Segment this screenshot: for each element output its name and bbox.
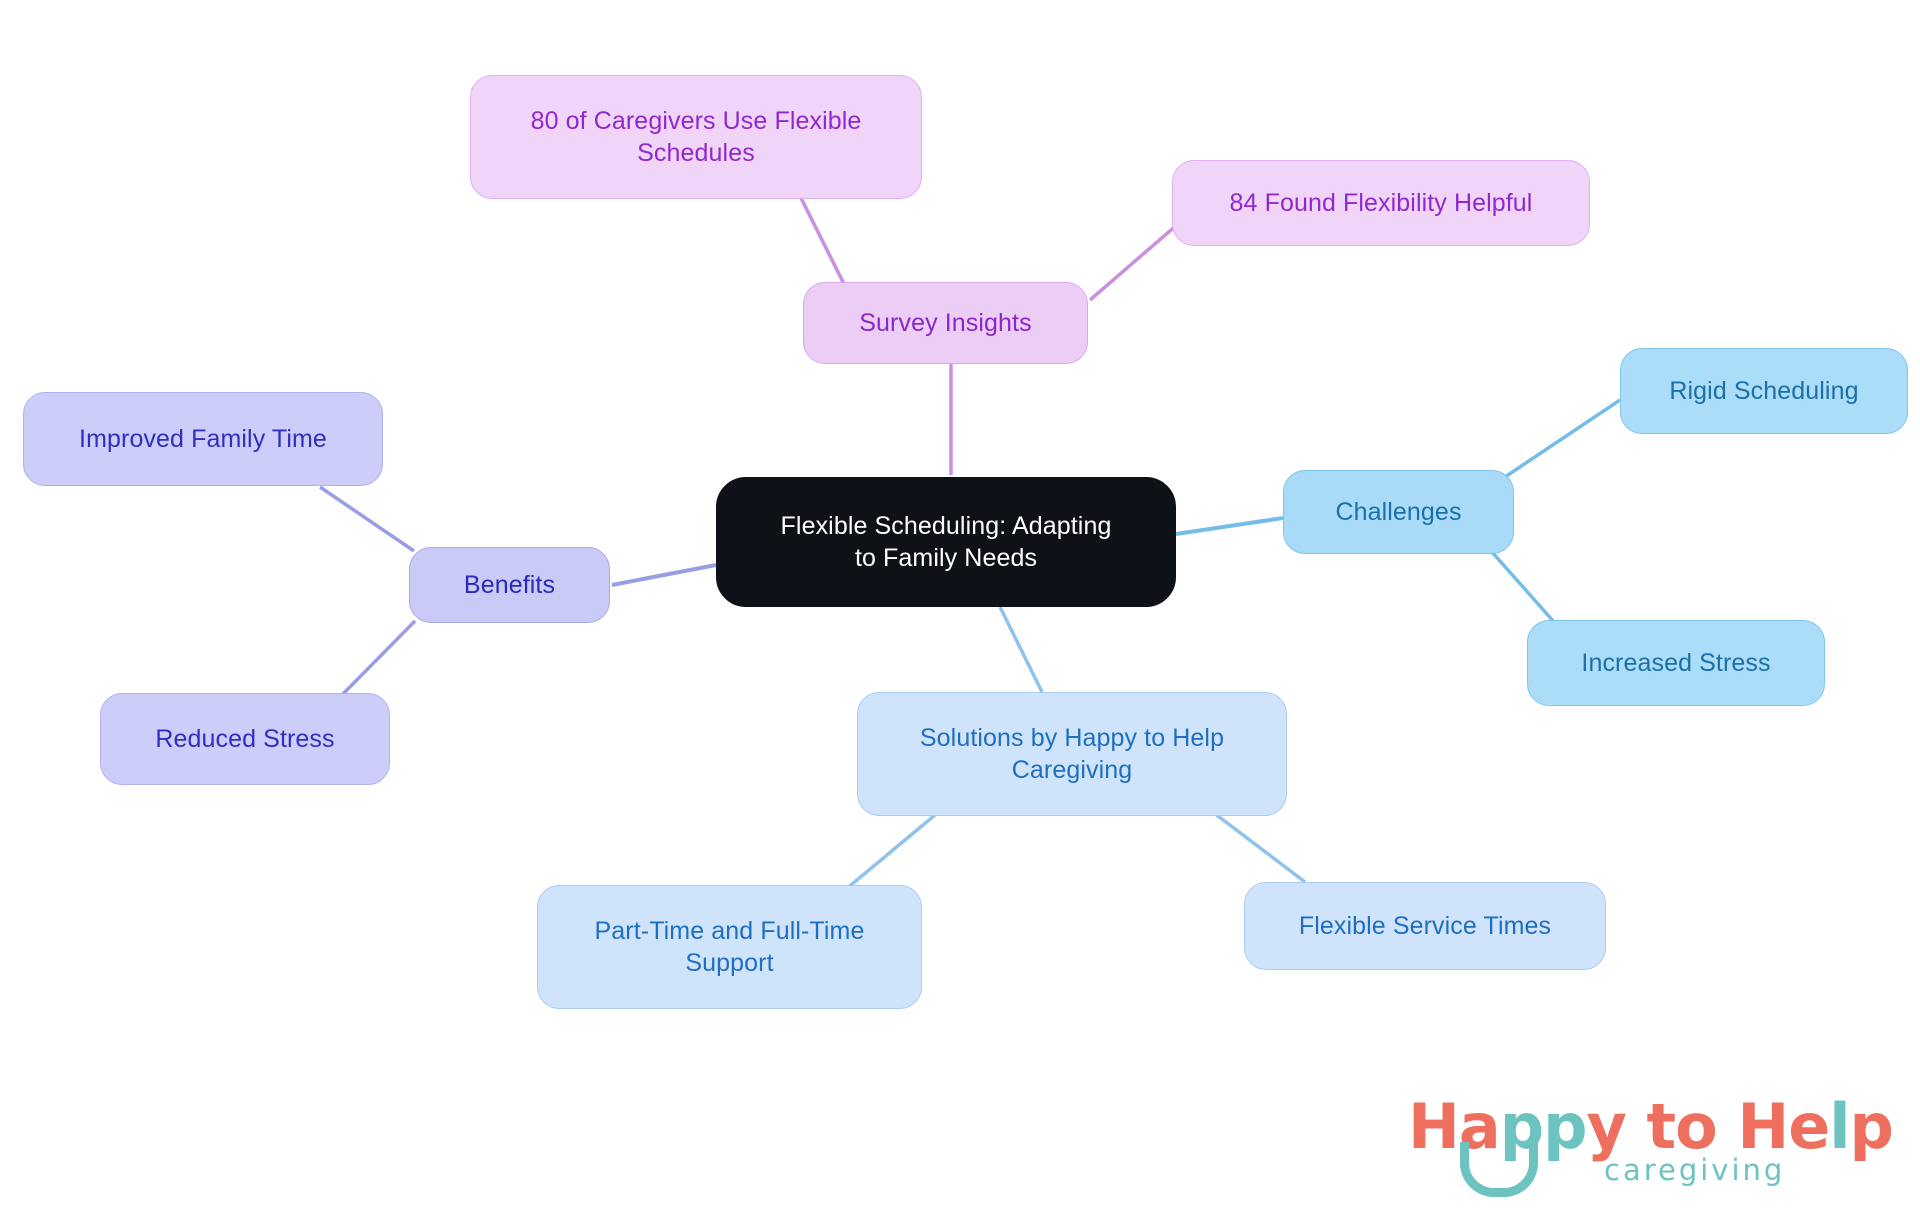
logo-text-part-3: y to He [1586,1090,1831,1163]
node-survey-insights[interactable]: Survey Insights [803,282,1088,364]
edge-survey-insights-to-stat-84 [1088,222,1180,302]
node-stat-80-flexible-schedules[interactable]: 80 of Caregivers Use Flexible Schedules [470,75,922,199]
logo-wordmark: Happy to Help [1408,1090,1894,1163]
node-label: Reduced Stress [155,725,335,753]
edge-root-to-benefits [611,563,717,587]
edge-solutions-to-flexible-service-times [1208,808,1307,884]
node-label: 84 Found Flexibility Helpful [1229,189,1533,217]
node-label: Benefits [463,571,556,599]
node-root-flexible-scheduling[interactable]: Flexible Scheduling: Adapting to Family … [716,477,1176,607]
node-label: 80 of Caregivers Use Flexible Schedules [530,107,862,167]
node-part-time-full-time-support[interactable]: Part-Time and Full-Time Support [537,885,922,1009]
node-label: Challenges [1335,498,1462,526]
smile-icon [1460,1142,1538,1197]
node-label: Survey Insights [859,309,1032,337]
edge-benefits-to-reduced-stress [338,619,417,699]
logo-text-part-4: l [1829,1090,1850,1163]
node-label: Solutions by Happy to Help Caregiving [919,724,1225,784]
node-flexible-service-times[interactable]: Flexible Service Times [1244,882,1606,970]
node-stat-84-flexibility-helpful[interactable]: 84 Found Flexibility Helpful [1172,160,1590,246]
node-rigid-scheduling[interactable]: Rigid Scheduling [1620,348,1908,434]
node-label: Increased Stress [1581,649,1771,677]
node-label: Flexible Service Times [1298,912,1552,940]
edge-survey-insights-to-stat-80 [798,195,847,287]
happy-to-help-logo: Happy to Help caregiving [1408,1090,1894,1200]
edge-benefits-to-improved-family-time [319,485,415,553]
edge-solutions-to-part-time-support [843,813,937,892]
node-solutions-happy-to-help[interactable]: Solutions by Happy to Help Caregiving [857,692,1287,816]
node-challenges[interactable]: Challenges [1283,470,1514,554]
edge-root-to-challenges [1175,516,1284,536]
node-label: Improved Family Time [79,425,327,453]
logo-tagline: caregiving [1604,1153,1786,1187]
node-improved-family-time[interactable]: Improved Family Time [23,392,383,486]
node-label: Part-Time and Full-Time Support [594,917,865,977]
node-increased-stress[interactable]: Increased Stress [1527,620,1825,706]
node-label: Flexible Scheduling: Adapting to Family … [780,512,1112,572]
edge-root-to-solutions [998,606,1044,693]
node-label: Rigid Scheduling [1669,377,1859,405]
edge-challenges-to-rigid-scheduling [1492,398,1621,487]
node-benefits[interactable]: Benefits [409,547,610,623]
logo-text-part-5: p [1849,1090,1894,1163]
node-reduced-stress[interactable]: Reduced Stress [100,693,390,785]
